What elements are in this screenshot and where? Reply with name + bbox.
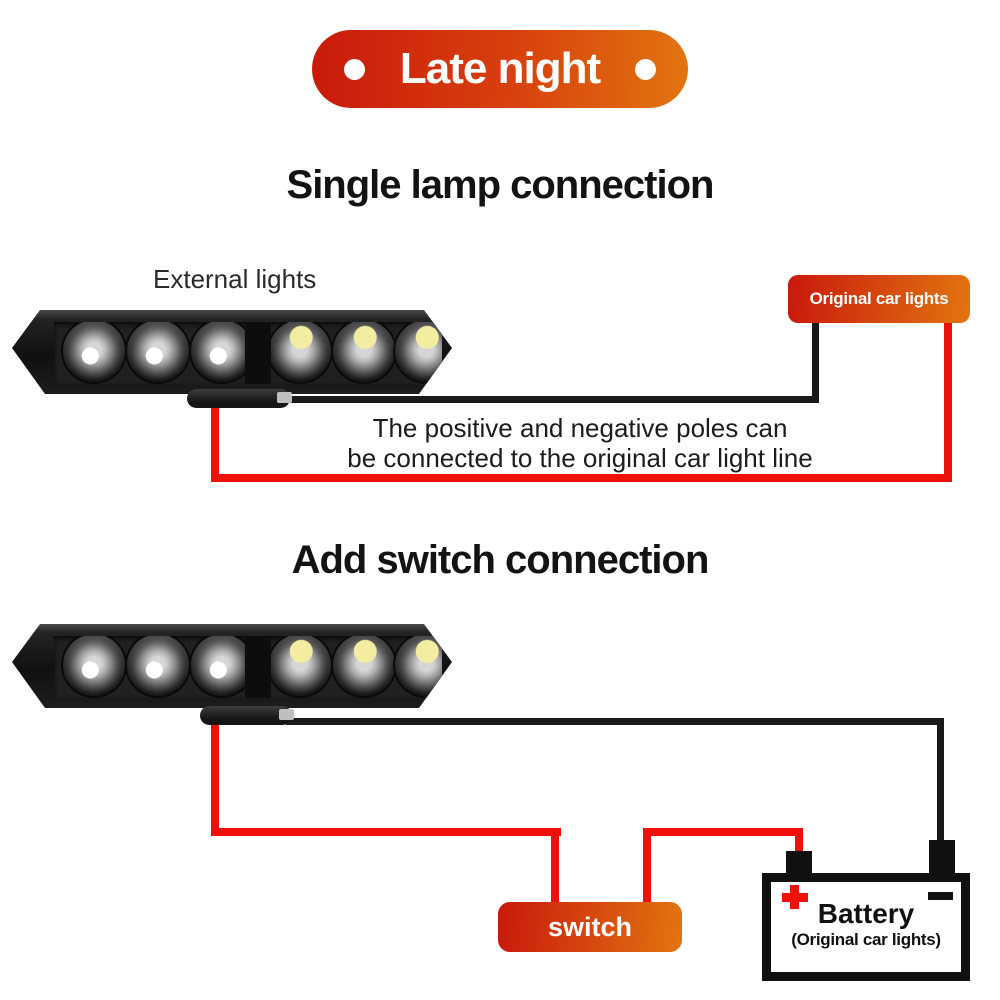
lens-divider (245, 636, 271, 698)
wire-connector (277, 392, 292, 403)
light-bar-housing (12, 624, 452, 708)
led-lens (191, 322, 253, 382)
led-lens (395, 636, 442, 696)
positive-wire (211, 828, 561, 836)
switch-badge: switch (498, 902, 682, 952)
positive-wire (643, 828, 803, 836)
positive-wire (944, 320, 952, 482)
led-light-bar (12, 310, 452, 394)
light-bar-lens-window (54, 636, 442, 698)
led-lens (63, 322, 125, 382)
light-bar-lens-window (54, 322, 442, 384)
wiring-note-line2: be connected to the original car light l… (347, 443, 813, 473)
positive-wire (211, 722, 219, 836)
late-night-label: Late night (399, 44, 601, 93)
wiring-note-line1: The positive and negative poles can (372, 413, 788, 443)
positive-wire (551, 828, 559, 906)
battery: Battery (Original car lights) (762, 840, 970, 981)
heading-add-switch: Add switch connection (291, 538, 710, 582)
wire-connector (279, 709, 294, 720)
negative-wire (286, 718, 944, 725)
positive-wire (643, 828, 651, 906)
negative-wire (812, 320, 819, 403)
dot-icon (634, 58, 656, 80)
led-lens (269, 322, 331, 382)
battery-positive-terminal (786, 851, 812, 875)
late-night-badge: Late night (312, 30, 688, 108)
heading-single-lamp: Single lamp connection (286, 163, 715, 207)
negative-wire (258, 396, 818, 403)
light-bar-housing (12, 310, 452, 394)
mount-bracket (187, 389, 292, 408)
led-lens (127, 636, 189, 696)
wiring-note: The positive and negative poles can be c… (230, 413, 930, 473)
led-lens (127, 322, 189, 382)
original-car-lights-badge: Original car lights (788, 275, 970, 323)
led-lens (191, 636, 253, 696)
led-light-bar (12, 624, 452, 708)
led-lens (333, 636, 395, 696)
positive-wire (211, 402, 219, 482)
negative-wire (937, 718, 944, 846)
mount-bracket (200, 706, 294, 725)
battery-body: Battery (Original car lights) (771, 882, 961, 972)
battery-sublabel: (Original car lights) (791, 930, 941, 949)
dot-icon (344, 58, 365, 80)
battery-negative-terminal (929, 840, 955, 875)
led-lens (63, 636, 125, 696)
positive-wire (211, 474, 952, 482)
positive-wire (795, 828, 803, 854)
minus-icon (928, 892, 953, 900)
led-lens (395, 322, 442, 382)
led-lens (333, 322, 395, 382)
battery-label: Battery (817, 898, 915, 929)
led-lens (269, 636, 331, 696)
lens-divider (245, 322, 271, 384)
external-lights-label: External lights (153, 264, 317, 294)
